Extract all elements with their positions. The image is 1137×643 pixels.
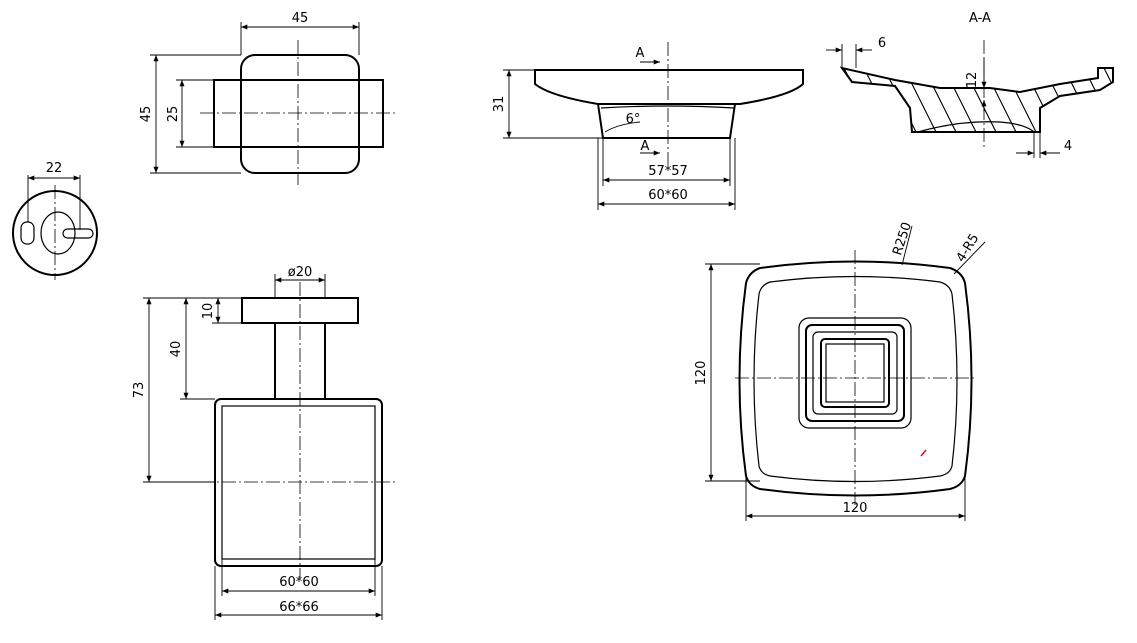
dim-dish-outer: 60*60	[648, 188, 688, 203]
dim-inner-square: 60*60	[279, 575, 319, 590]
dim-section-depth: 12	[965, 72, 980, 89]
dim-plan-height: 120	[694, 361, 709, 386]
section-mark-bottom: A	[641, 139, 650, 154]
dim-plan-width: 120	[843, 501, 868, 516]
dim-side-height: 31	[492, 96, 507, 113]
top-view: 45 45 25	[139, 11, 395, 185]
dim-draft-angle: 6°	[626, 112, 641, 127]
dim-section-rim: 6	[878, 36, 886, 51]
dim-round-base: 22	[46, 161, 63, 176]
dim-post-height: 40	[169, 341, 184, 358]
dim-corner-fillet: 4-R5	[954, 231, 983, 265]
section-view: A-A 6 12	[826, 11, 1114, 158]
dim-outer-square: 66*66	[279, 600, 319, 615]
dim-section-foot: 4	[1064, 139, 1072, 154]
dim-top-width: 45	[292, 11, 309, 26]
dim-post-diameter: ø20	[288, 265, 313, 280]
section-title: A-A	[969, 11, 991, 26]
dim-top-height: 45	[139, 106, 154, 123]
dim-flange-height: 10	[201, 303, 216, 320]
dim-corner-radius: R250	[890, 220, 915, 257]
front-view: ø20 10 40 73 60*60 66*66	[132, 265, 395, 620]
dim-dish-inner: 57*57	[648, 164, 688, 179]
red-mark	[920, 449, 927, 457]
plan-view: R250 4-R5 120 120	[694, 220, 986, 521]
dim-total-height: 73	[132, 382, 147, 399]
side-view: A A 6° 31 57*57 60*60	[492, 42, 804, 210]
section-mark-top: A	[636, 46, 645, 61]
dim-top-bar: 25	[166, 106, 181, 123]
round-base-view: 22	[12, 161, 98, 280]
